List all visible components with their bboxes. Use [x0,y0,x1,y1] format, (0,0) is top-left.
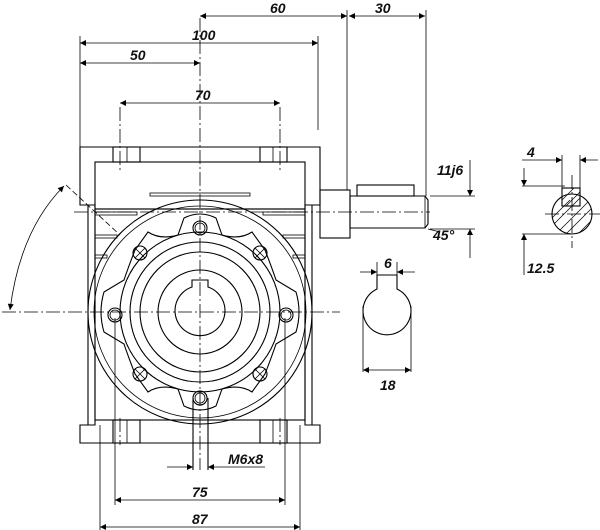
dim-m6x8-label: M6x8 [228,451,263,467]
bolt-hole-br [252,366,268,382]
bolt-hole-right [278,307,294,323]
extension-lines [79,10,581,530]
angle-leader [65,184,121,236]
dim-18-label: 18 [380,377,396,393]
dim-4-label: 4 [526,144,535,160]
dim-50-label: 50 [130,47,146,63]
dim-75-label: 75 [192,484,208,500]
bolt-hole-tl [132,245,148,261]
chamfer-leader [427,228,441,233]
dim-70-label: 70 [195,87,211,103]
dim-87-label: 87 [192,511,209,527]
dimension-lines [7,13,598,530]
bolt-hole-bl [132,366,148,382]
rotation-angle-arc [7,185,65,311]
dim-30-label: 30 [375,0,391,16]
dim-6-label: 6 [384,255,392,271]
input-shaft [319,184,429,239]
dim-12_5-label: 12.5 [527,260,554,276]
dim-45deg-label: 45° [432,227,455,243]
bolt-hole-top [192,220,208,236]
bolt-hole-tr [252,245,268,261]
dim-60-label: 60 [270,0,286,16]
dim-100-label: 100 [192,27,216,43]
bolt-holes [107,220,294,406]
mount-stem [192,398,209,470]
bore-key-section [362,274,412,336]
center-lines [2,18,430,470]
dimension-labels: 60 30 100 50 70 11j6 45° 4 12.5 6 18 M6x… [130,0,554,527]
dim-11j6-label: 11j6 [437,162,463,178]
